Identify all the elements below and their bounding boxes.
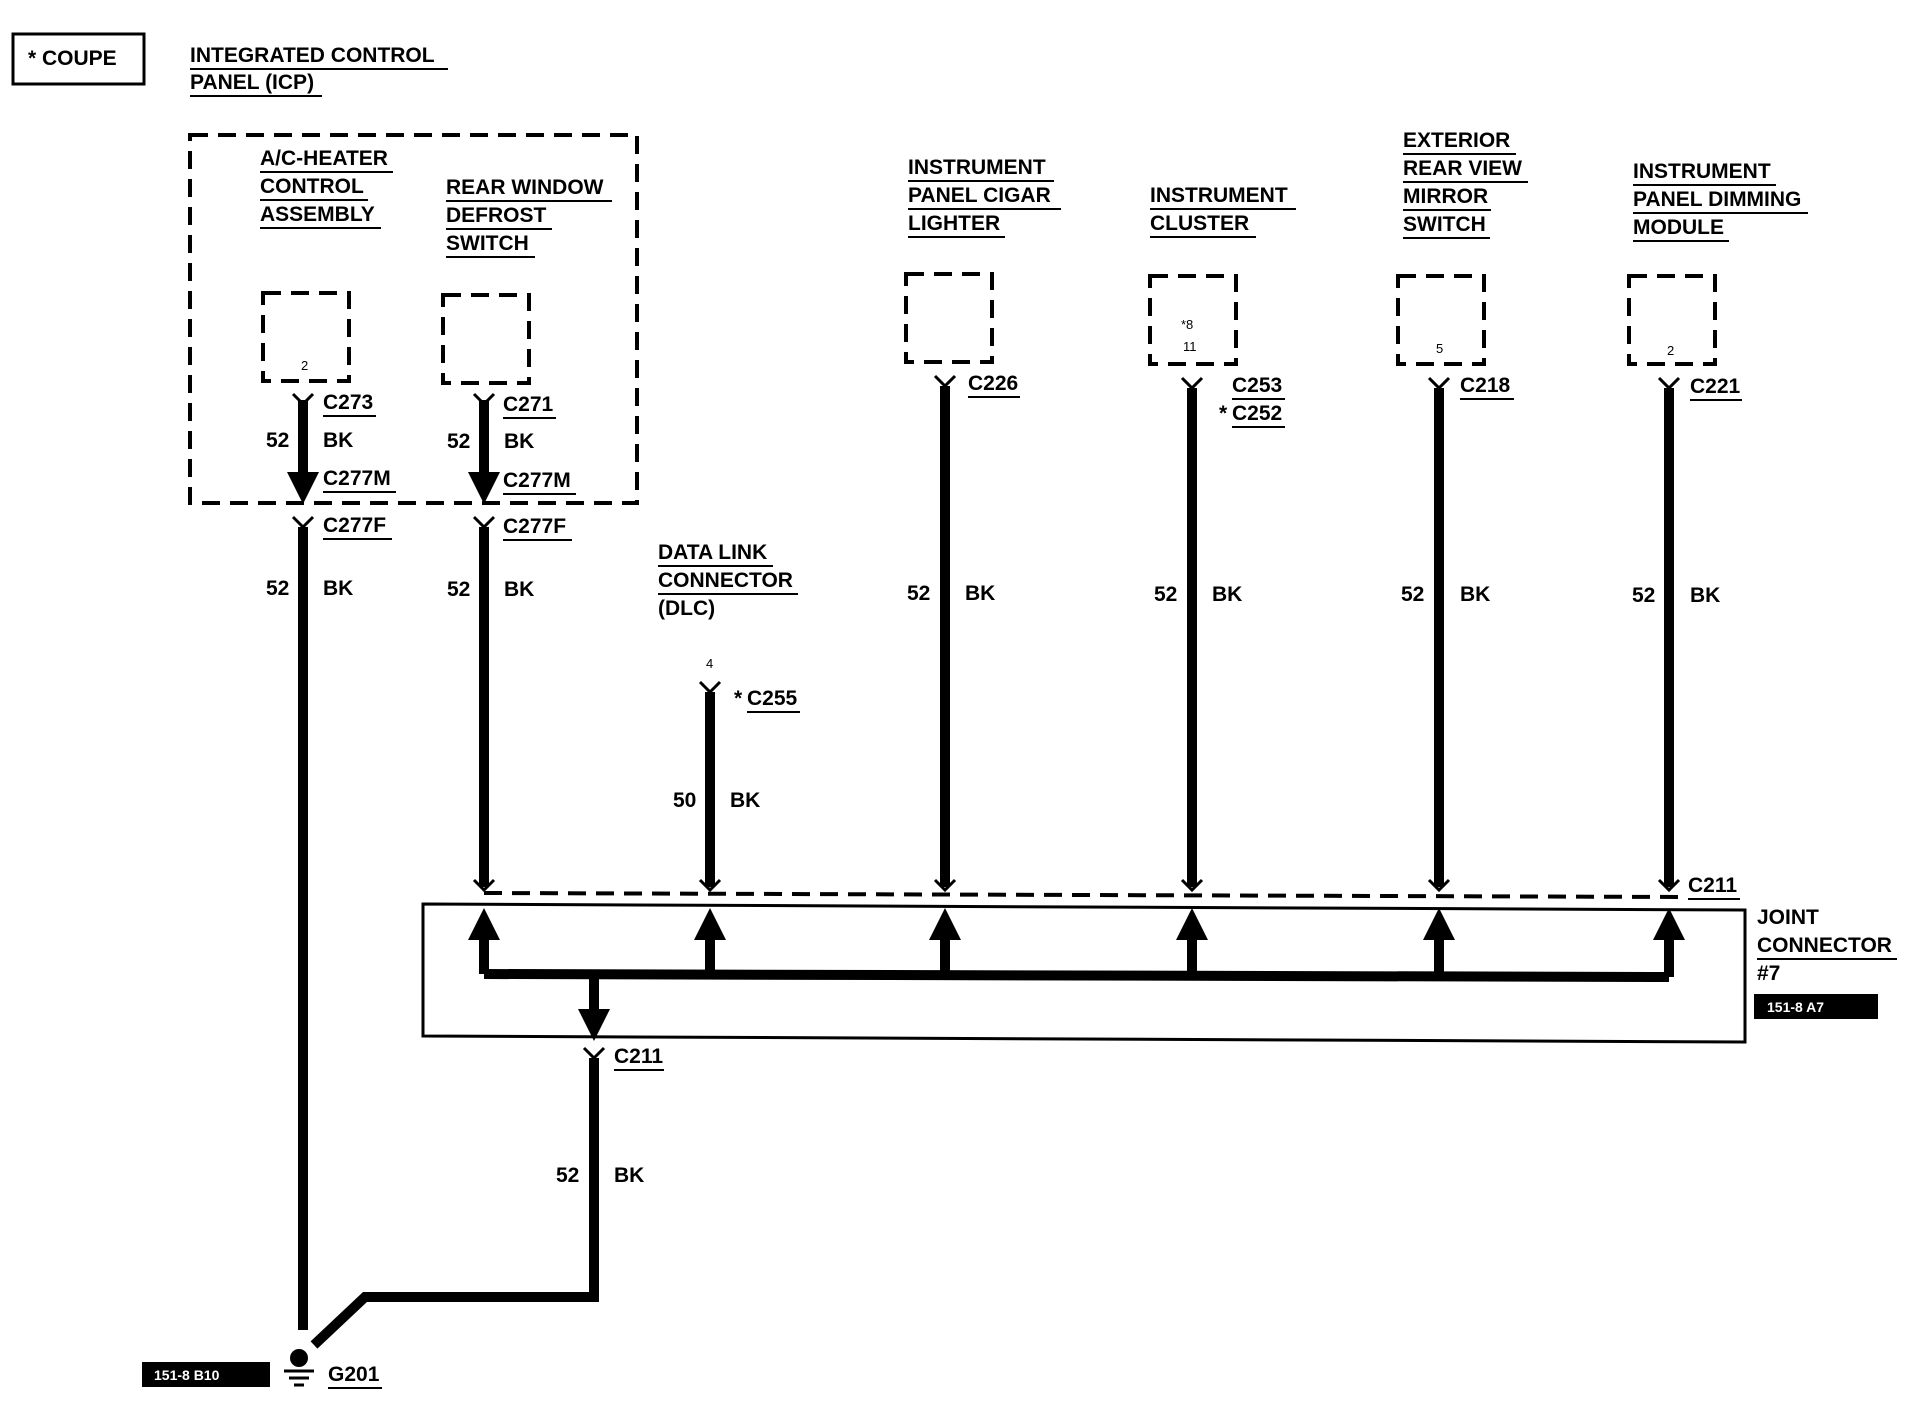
joint-connector-dashed-edge	[483, 891, 1687, 899]
cluster-label: INSTRUMENT CLUSTER	[1150, 184, 1296, 238]
svg-text:MODULE: MODULE	[1633, 216, 1724, 239]
svg-text:52: 52	[1154, 583, 1177, 606]
dimming-module-pin: 2	[1667, 343, 1674, 358]
ac-heater-pin: 2	[301, 358, 308, 373]
joint-connector-label: JOINT CONNECTOR #7	[1757, 906, 1897, 985]
svg-text:(DLC): (DLC)	[658, 597, 715, 620]
dlc-label: DATA LINK CONNECTOR (DLC)	[658, 541, 798, 620]
svg-text:PANEL DIMMING: PANEL DIMMING	[1633, 188, 1801, 211]
svg-text:INSTRUMENT: INSTRUMENT	[908, 156, 1046, 179]
svg-text:DEFROST: DEFROST	[446, 204, 547, 227]
connector-c277f-1: C277F	[323, 514, 386, 537]
connector-c211-top: C211	[1688, 874, 1737, 897]
svg-text:BK: BK	[504, 578, 534, 601]
svg-text:INTEGRATED CONTROL: INTEGRATED CONTROL	[190, 44, 435, 67]
svg-text:SWITCH: SWITCH	[446, 232, 529, 255]
connector-c253: C253	[1232, 374, 1282, 397]
wire-ac-inner	[286, 392, 320, 505]
svg-text:CONTROL: CONTROL	[260, 175, 364, 198]
svg-text:52: 52	[907, 582, 930, 605]
svg-text:151-8 B10: 151-8 B10	[154, 1367, 220, 1383]
dimming-module-component	[1627, 274, 1717, 366]
svg-text:52: 52	[447, 430, 470, 453]
svg-text:INSTRUMENT: INSTRUMENT	[1150, 184, 1288, 207]
svg-text:50: 50	[673, 789, 696, 812]
svg-text:52: 52	[266, 577, 289, 600]
connector-c277m-2: C277M	[503, 469, 571, 492]
svg-text:BK: BK	[1460, 583, 1490, 606]
svg-text:52: 52	[266, 429, 289, 452]
svg-text:#7: #7	[1757, 962, 1780, 985]
rear-defrost-component	[441, 293, 531, 385]
connector-c211-bottom: C211	[614, 1045, 663, 1068]
svg-text:SWITCH: SWITCH	[1403, 213, 1486, 236]
svg-text:BK: BK	[504, 430, 534, 453]
rear-defrost-label: REAR WINDOW DEFROST SWITCH	[446, 176, 612, 258]
cluster-pin-b: 11	[1183, 339, 1197, 354]
svg-text:LIGHTER: LIGHTER	[908, 212, 1000, 235]
connector-c221: C221	[1690, 375, 1741, 398]
svg-text:DATA LINK: DATA LINK	[658, 541, 767, 564]
svg-text:CONNECTOR: CONNECTOR	[1757, 934, 1892, 957]
svg-text:CLUSTER: CLUSTER	[1150, 212, 1249, 235]
legend-coupe: * COUPE	[11, 32, 146, 86]
svg-text:*: *	[734, 687, 743, 710]
svg-text:ASSEMBLY: ASSEMBLY	[260, 203, 375, 226]
svg-text:52: 52	[556, 1164, 579, 1187]
svg-text:BK: BK	[1690, 584, 1720, 607]
ac-heater-label: A/C-HEATER CONTROL ASSEMBLY	[260, 147, 393, 229]
svg-text:PANEL CIGAR: PANEL CIGAR	[908, 184, 1051, 207]
svg-text:BK: BK	[614, 1164, 644, 1187]
svg-text:52: 52	[1401, 583, 1424, 606]
svg-text:BK: BK	[730, 789, 760, 812]
icp-enclosure	[188, 133, 639, 505]
mirror-switch-label: EXTERIOR REAR VIEW MIRROR SWITCH	[1403, 129, 1528, 239]
svg-text:BK: BK	[323, 577, 353, 600]
connector-c226: C226	[968, 372, 1018, 395]
dlc-pin: 4	[706, 656, 713, 671]
joint-connector-box	[421, 902, 1747, 1044]
cluster-pin-a: *8	[1181, 317, 1193, 332]
ground-name: G201	[328, 1363, 380, 1386]
ac-heater-component	[261, 291, 351, 383]
joint-connector-ref-badge: 151-8 A7	[1754, 994, 1878, 1019]
connector-c218: C218	[1460, 374, 1511, 397]
svg-text:EXTERIOR: EXTERIOR	[1403, 129, 1510, 152]
svg-text:REAR VIEW: REAR VIEW	[1403, 157, 1522, 180]
icp-title: INTEGRATED CONTROL PANEL (ICP)	[190, 44, 448, 97]
svg-text:52: 52	[447, 578, 470, 601]
svg-text:52: 52	[1632, 584, 1655, 607]
connector-c277f-2: C277F	[503, 515, 566, 538]
svg-text:BK: BK	[965, 582, 995, 605]
connector-c271: C271	[503, 393, 554, 416]
svg-text:MIRROR: MIRROR	[1403, 185, 1488, 208]
wire-rd-inner	[467, 392, 501, 505]
svg-text:INSTRUMENT: INSTRUMENT	[1633, 160, 1771, 183]
mirror-switch-component	[1396, 274, 1486, 366]
joint-connector-bus	[467, 907, 1686, 1042]
connector-c273: C273	[323, 391, 373, 414]
connector-c277m-1: C277M	[323, 467, 391, 490]
svg-text:*: *	[1219, 402, 1228, 425]
connector-c255: C255	[747, 687, 798, 710]
dimming-module-label: INSTRUMENT PANEL DIMMING MODULE	[1633, 160, 1808, 242]
legend-text: * COUPE	[28, 47, 117, 70]
cluster-component	[1148, 274, 1238, 366]
svg-text:BK: BK	[323, 429, 353, 452]
svg-text:BK: BK	[1212, 583, 1242, 606]
svg-text:REAR WINDOW: REAR WINDOW	[446, 176, 604, 199]
svg-text:PANEL (ICP): PANEL (ICP)	[190, 71, 314, 94]
svg-text:JOINT: JOINT	[1757, 906, 1819, 929]
svg-text:151-8 A7: 151-8 A7	[1767, 999, 1824, 1015]
cigar-lighter-component	[904, 272, 994, 364]
svg-text:A/C-HEATER: A/C-HEATER	[260, 147, 388, 170]
cigar-lighter-label: INSTRUMENT PANEL CIGAR LIGHTER	[908, 156, 1061, 238]
ground-ref-badge: 151-8 B10	[142, 1362, 270, 1387]
mirror-switch-pin: 5	[1436, 341, 1443, 356]
connector-c252: C252	[1232, 402, 1282, 425]
ground-g201	[284, 1349, 314, 1387]
wire-joint-out	[310, 1058, 599, 1349]
svg-text:CONNECTOR: CONNECTOR	[658, 569, 793, 592]
